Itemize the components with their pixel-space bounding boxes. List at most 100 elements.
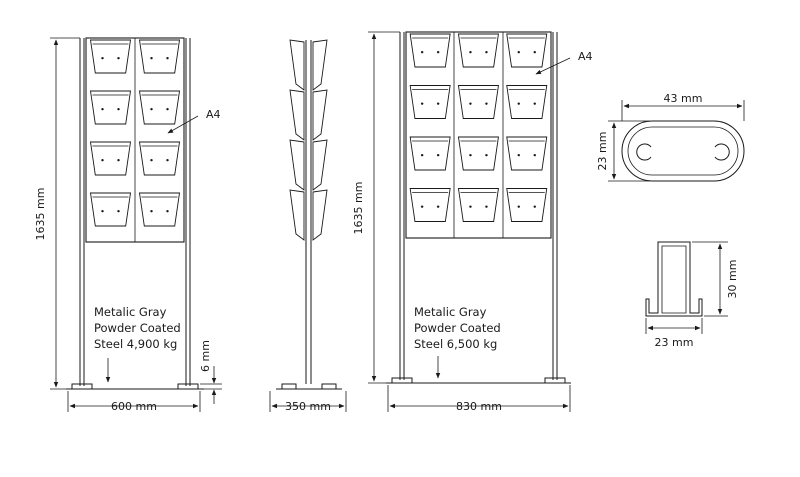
oval-outer xyxy=(621,120,745,182)
side-pocket-left-1 xyxy=(289,39,305,91)
right-foot xyxy=(177,383,199,390)
right-c-slot xyxy=(714,143,730,161)
stand-600-pocket-r3-c1-rivet-2 xyxy=(117,158,120,162)
stand-600-pocket-r3-c1-rivet-1 xyxy=(101,158,104,162)
stand-830-pocket-r4-c1-rivet-2 xyxy=(436,205,440,208)
stand-830-pocket-r3-c2-rivet-2 xyxy=(485,153,488,157)
u-width-label: 23 mm xyxy=(655,336,694,349)
stand-830-pocket-r4-c2-rivet-1 xyxy=(469,205,472,208)
stand-830-width-label: 830 mm xyxy=(456,400,502,413)
stand-830-pocket-r1-c1-rivet-2 xyxy=(436,50,440,54)
oval-profile-section xyxy=(621,120,745,182)
stand-830-width-dimension: 830 mm xyxy=(387,385,571,413)
stand-600-pocket-r1-c1 xyxy=(89,39,132,74)
stand-600-pocket-r1-c1-rivet-1 xyxy=(101,56,104,60)
left-foot xyxy=(71,383,93,390)
stand-830-pocket-r2-c3 xyxy=(506,85,548,119)
stand-600-pocket-r3-c2-rivet-1 xyxy=(150,158,153,162)
stand-830-pocket-label: A4 xyxy=(578,50,593,63)
stand-830-pocket-r3-c1-rivet-2 xyxy=(436,153,440,157)
stand-600-height-label: 1635 mm xyxy=(34,188,47,241)
stand-600-pocket-r2-c2-rivet-2 xyxy=(166,107,169,111)
stand-600-height-dimension: 1635 mm xyxy=(34,37,80,390)
stand-600-pocket-r2-c2 xyxy=(138,90,181,125)
u-profile-section xyxy=(645,241,703,317)
stand-600-material-line-3: Steel 4,900 kg xyxy=(94,337,177,351)
stand-600-pocket-r2-c1 xyxy=(89,90,132,125)
oval-width-dimension: 43 mm xyxy=(621,92,745,121)
u-profile-inner xyxy=(661,245,687,314)
pocket-grid-830 xyxy=(409,33,548,222)
side-pocket-right-1 xyxy=(312,39,328,91)
stand-830-pocket-r3-c2-rivet-1 xyxy=(469,153,472,157)
stand-side-width-label: 350 mm xyxy=(285,400,331,413)
stand-600-pocket-r1-c2-rivet-2 xyxy=(166,56,169,60)
stand-600-a4-callout: A4 xyxy=(167,108,221,134)
oval-height-dimension: 23 mm xyxy=(596,120,650,182)
stand-830-pocket-r4-c1 xyxy=(409,188,451,222)
stand-600-pocket-r4-c2-rivet-2 xyxy=(166,209,169,213)
stand-830-pocket-r4-c3 xyxy=(506,188,548,222)
u-width-dimension: 23 mm xyxy=(645,318,703,349)
side-foot-right xyxy=(321,383,337,390)
stand-600-width-dimension: 600 mm xyxy=(67,391,201,413)
stand-830-front-view xyxy=(386,31,571,384)
stand-830-material-line-3: Steel 6,500 kg xyxy=(414,337,497,351)
side-pocket-right-2 xyxy=(312,89,328,141)
stand-830-pocket-r2-c2-rivet-1 xyxy=(469,102,472,105)
stand-600-pocket-r4-c1 xyxy=(89,192,132,227)
stand-600-pocket-r4-c2-rivet-1 xyxy=(150,209,153,213)
stand-600-pocket-r3-c2 xyxy=(138,141,181,176)
right-foot-830 xyxy=(544,377,566,384)
stand-600-width-label: 600 mm xyxy=(111,400,157,413)
stand-830-pocket-r3-c3 xyxy=(506,136,548,171)
stand-600-pocket-r1-c2 xyxy=(138,39,181,74)
left-foot-830 xyxy=(391,377,413,384)
stand-600-base-label: 6 mm xyxy=(199,340,212,372)
stand-830-pocket-r3-c1-rivet-1 xyxy=(420,153,424,157)
stand-600-front-view xyxy=(66,37,204,390)
stand-600-pocket-r2-c1-rivet-1 xyxy=(101,107,104,111)
stand-600-pocket-r1-c1-rivet-2 xyxy=(117,56,120,60)
side-pocket-left-4 xyxy=(289,189,305,241)
pocket-grid-600 xyxy=(89,39,181,227)
stand-830-pocket-r2-c1-rivet-2 xyxy=(436,102,440,105)
stand-600-material-line-2: Powder Coated xyxy=(94,321,181,335)
stand-600-pocket-r3-c2-rivet-2 xyxy=(166,158,169,162)
stand-830-pocket-r3-c3-rivet-1 xyxy=(517,153,520,157)
stand-600-pocket-r3-c1 xyxy=(89,141,132,176)
stand-830-pocket-r4-c1-rivet-1 xyxy=(420,205,424,208)
stand-600-pocket-r2-c2-rivet-1 xyxy=(150,107,153,111)
stand-830-pocket-r3-c1 xyxy=(409,136,451,171)
stand-830-height-dimension: 1635 mm xyxy=(352,31,400,384)
u-profile-outline xyxy=(645,241,703,317)
stand-side-view xyxy=(276,39,342,390)
stand-600-pocket-r2-c1-rivet-2 xyxy=(117,107,120,111)
stand-830-pocket-r2-c1-rivet-1 xyxy=(420,102,424,105)
stand-830-pocket-r3-c3-rivet-2 xyxy=(533,153,536,157)
stand-830-pocket-r1-c3-rivet-2 xyxy=(533,50,536,54)
oval-width-label: 43 mm xyxy=(664,92,703,105)
stand-side-width-dimension: 350 mm xyxy=(269,391,347,413)
oval-height-label: 23 mm xyxy=(596,132,609,171)
stand-830-pocket-r4-c3-rivet-1 xyxy=(517,205,520,208)
stand-830-height-label: 1635 mm xyxy=(352,182,365,235)
stand-600-pocket-r4-c1-rivet-2 xyxy=(117,209,120,213)
stand-830-pocket-r1-c2 xyxy=(457,33,499,68)
stand-830-pocket-r1-c2-rivet-2 xyxy=(485,50,488,54)
left-c-slot xyxy=(636,143,652,161)
stand-830-a4-callout: A4 xyxy=(535,50,593,75)
stand-830-pocket-r2-c3-rivet-1 xyxy=(517,102,520,105)
stand-600-pocket-r4-c2 xyxy=(138,192,181,227)
stand-600-material-note: Metalic Gray Powder Coated Steel 4,900 k… xyxy=(94,305,181,383)
stand-600-material-line-1: Metalic Gray xyxy=(94,305,167,319)
stand-830-pocket-r2-c3-rivet-2 xyxy=(533,102,536,105)
stand-830-pocket-r1-c2-rivet-1 xyxy=(469,50,472,54)
stand-600-pocket-label: A4 xyxy=(206,108,221,121)
stand-830-pocket-r3-c2 xyxy=(457,136,499,171)
stand-830-pocket-r1-c3 xyxy=(506,33,548,68)
oval-inner xyxy=(627,126,739,176)
side-pocket-left-3 xyxy=(289,139,305,191)
